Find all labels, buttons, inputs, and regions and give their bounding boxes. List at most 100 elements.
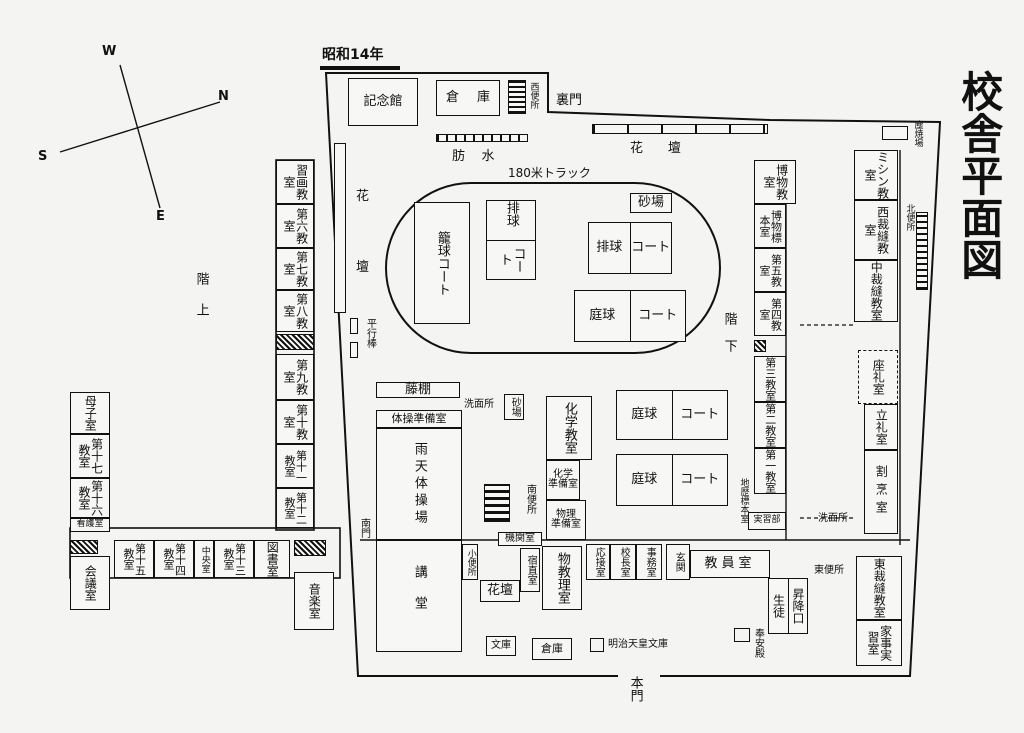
compass-e: E (156, 209, 165, 224)
kagaku-kyoushitsu: 化学教室 (546, 396, 592, 460)
butsuri-kyoushitsu: 物教理室 (542, 546, 582, 610)
seito-shoukou: 生徒 昇降口 (768, 578, 808, 634)
kyou5: 第五教室 (754, 248, 786, 292)
compass-n: N (218, 89, 229, 104)
sunaba-top: 砂場 (630, 193, 672, 213)
plan-title: 校舎平面図 (954, 70, 1004, 280)
bunko-room: 文庫 (486, 636, 516, 656)
shoukou-label: 昇降口 (787, 579, 808, 633)
heikoubou-label: 平行棒 (364, 318, 376, 348)
kagaku-junbi: 化学 準備室 (546, 460, 580, 500)
souko-bottom: 倉庫 (532, 638, 572, 660)
kadan-left-label: 花 壇 (356, 190, 369, 275)
shukuchoku: 宿直室 (520, 548, 540, 592)
shoukyakujo-box (882, 126, 908, 140)
kyou11: 第十一教室 (276, 444, 314, 488)
kago-court: 籠球コート (414, 202, 470, 324)
back-gate-label: 裏門 (556, 93, 583, 108)
souko-top-room: 倉 庫 (436, 80, 500, 116)
kyou3: 第三教室 (754, 356, 786, 402)
upper-floor-label: 階上 (193, 272, 209, 334)
kadan-top-label: 花 壇 (630, 142, 681, 156)
nishi-saihou: 西裁縫教室 (854, 200, 898, 260)
teikyu-1-right: コート (629, 291, 686, 341)
kinenkan-room: 記念館 (348, 78, 418, 126)
teikyu-court-3: 庭球 コート (616, 454, 728, 506)
sunaba-bottom: 砂場 (504, 394, 524, 420)
butsuri-junbi-2: 準備室 (551, 519, 581, 530)
compass-s: S (38, 149, 48, 164)
kikan-shitsu: 機関室 (498, 532, 542, 546)
kappou: 割烹室 (864, 450, 898, 534)
mishin: ミシン教室 (854, 150, 898, 200)
haikyu-court-v: 排球 コート (486, 200, 536, 280)
kyou14: 第十四教室 (154, 540, 194, 578)
senmenjo-1: 洗面所 (464, 399, 494, 410)
butsuri-junbi-1: 物理 (556, 508, 576, 520)
kango: 看護室 (70, 518, 110, 532)
kadan-top-2: 壇 (667, 141, 681, 156)
bousui-1: 肪 (452, 149, 466, 164)
senmenjo-2: 洗面所 (818, 513, 848, 524)
higashi-benjo: 東便所 (814, 565, 844, 576)
kyou15: 第十五教室 (114, 540, 154, 578)
kaigi: 会議室 (70, 556, 110, 610)
seito-label: 生徒 (771, 594, 786, 618)
haikyu-v-top: 排球 (503, 201, 519, 227)
jimu: 事務室 (636, 544, 662, 580)
lower-floor-label: 階下 (721, 312, 737, 366)
stair-bottom-left (294, 540, 326, 556)
kyou1: 第一教室 (754, 448, 786, 494)
meiji-bunko-icon (590, 638, 604, 652)
kadan-left-strip (334, 143, 346, 313)
kouchou: 校長室 (610, 544, 636, 580)
teikyu-court-1: 庭球 コート (574, 290, 686, 342)
kadan-small: 花壇 (480, 580, 520, 602)
fubo: 母子室 (70, 392, 110, 434)
minami-benjo-fixtures (484, 484, 510, 522)
kyou13: 第十三教室 (214, 540, 254, 578)
kita-benjo-fixtures (916, 212, 928, 290)
bousui-2: 水 (481, 149, 495, 164)
kagaku-junbi-2: 準備室 (548, 479, 578, 490)
kyou2: 第二教室 (754, 402, 786, 448)
nishi-benjo-label: 西便所 (528, 82, 539, 109)
stair-far-left (70, 540, 98, 554)
ousetsu: 応接室 (586, 544, 610, 580)
zarei: 座礼室 (858, 350, 898, 404)
haikyu-v-bottom: コート (487, 239, 535, 280)
stair-left (276, 334, 314, 350)
kyou8: 第八教室 (276, 290, 314, 332)
kyou9: 第九教室 (276, 354, 314, 400)
kadan-left-1: 花 (356, 189, 370, 204)
hakubutsu-hyouhon: 博物標本室 (754, 204, 786, 248)
kaji-jisshuu: 家事実習室 (856, 620, 902, 666)
track-label: 180米トラック (508, 166, 591, 180)
ritsurei: 立礼室 (864, 404, 898, 450)
meiji-bunko-label: 明治天皇文庫 (608, 639, 668, 650)
year-label: 昭和14年 (322, 47, 384, 63)
kyou10: 第十教室 (276, 400, 314, 444)
kyouin: 教員室 (690, 550, 770, 578)
hakubutsu: 博物教室 (754, 160, 796, 204)
kyou7: 第七教室 (276, 248, 314, 290)
kyou4: 第四教室 (754, 292, 786, 336)
kyou16: 第十六教室 (70, 478, 110, 518)
koudou: 講堂 (376, 540, 462, 652)
teikyu-3-left: 庭球 (631, 472, 658, 488)
tosho: 図書室 (254, 540, 290, 578)
year-underline (320, 66, 400, 70)
haikyu-court-h: 排球 コート (588, 222, 672, 274)
kyou17: 第十七教室 (70, 434, 110, 478)
genkan: 玄関 (666, 544, 690, 580)
haikyu-h-left: 排球 (596, 240, 623, 256)
chireki-hyouhon: 地歴標本室 (738, 478, 749, 523)
shou-benjo: 小便所 (462, 544, 478, 580)
houanden-label: 奉安殿 (752, 628, 764, 658)
kyou6: 第六教室 (276, 204, 314, 248)
taisou-junbi: 体操準備室 (376, 410, 462, 428)
kadan-top-bar (592, 124, 768, 134)
bousui-label: 肪 水 (452, 150, 495, 164)
amaten-taisoujo: 雨天体操場 (376, 428, 462, 540)
kita-benjo: 北便所 (904, 204, 915, 231)
